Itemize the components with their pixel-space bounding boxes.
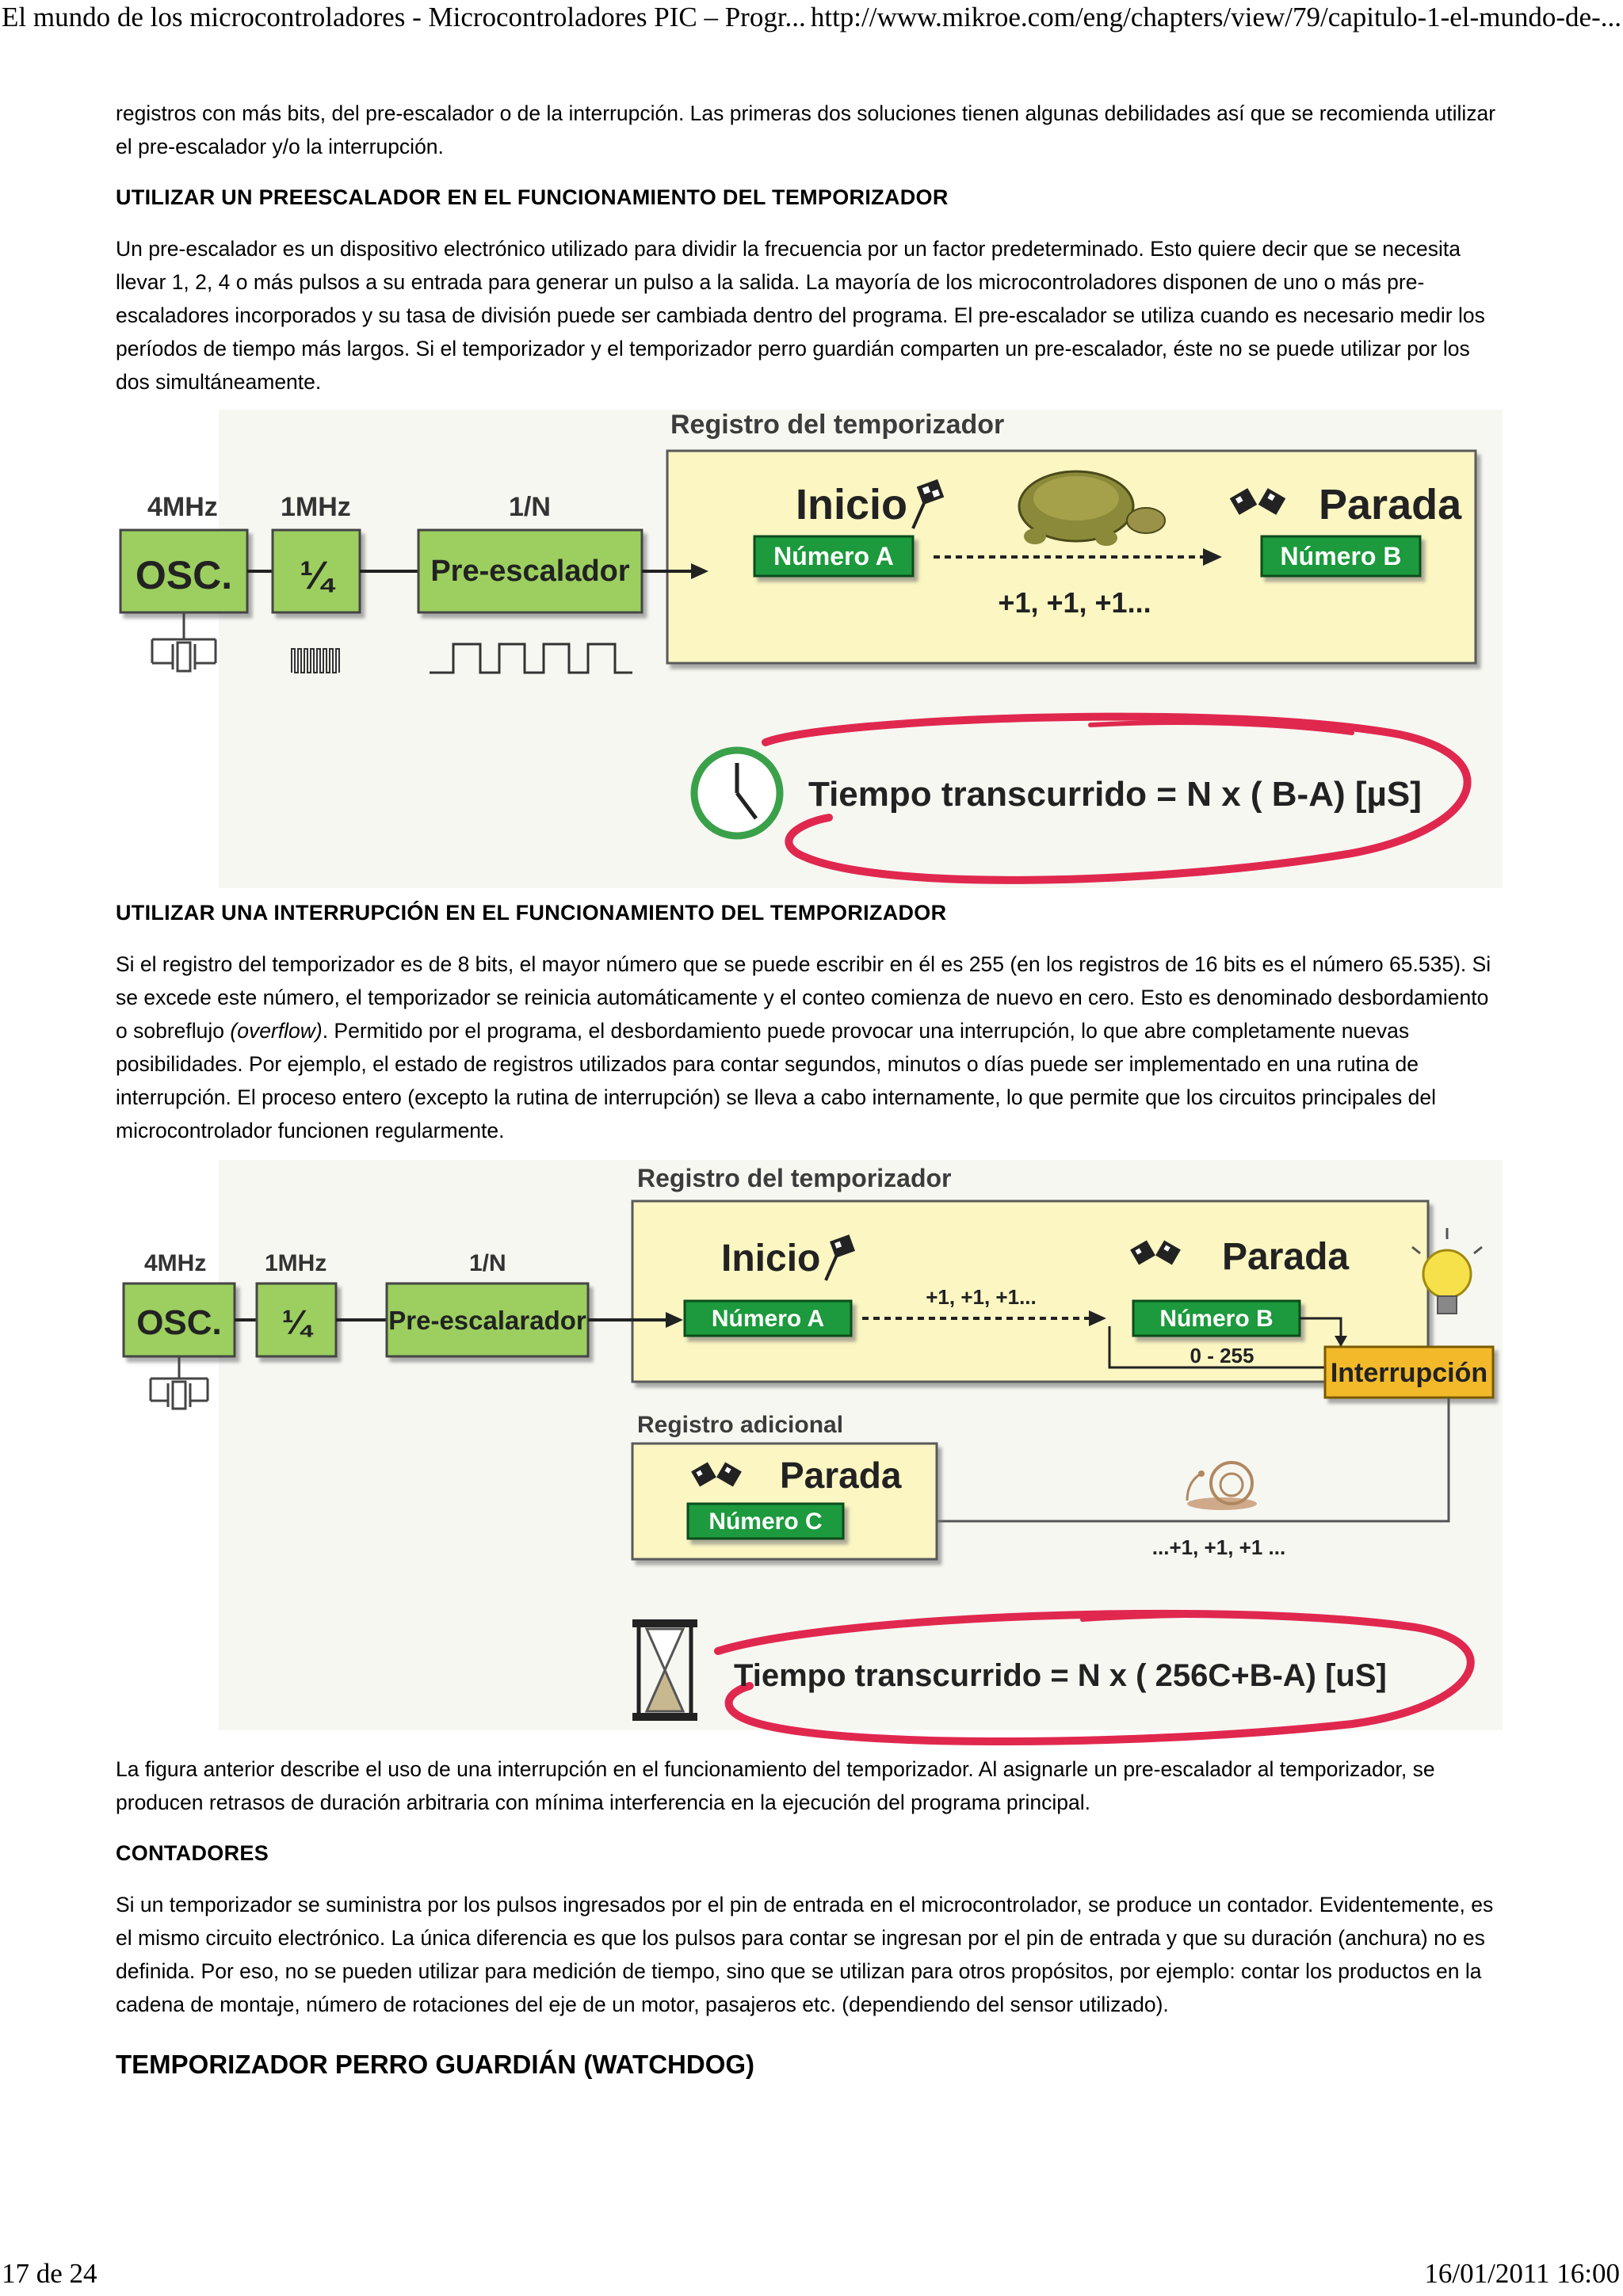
divider-label: ¼ [300, 553, 336, 597]
number-b-label: Número B [1281, 542, 1402, 570]
number-c-label: Número C [708, 1508, 822, 1535]
number-c-box [686, 1502, 845, 1540]
number-b-label: Número B [1159, 1306, 1273, 1332]
register-title: Registro del temporizador [670, 410, 1004, 440]
page-url: http://www.mikroe.com/eng/chapters/view/… [810, 2, 1621, 32]
increments-label: +1, +1, +1... [926, 1285, 1037, 1309]
figure-interrupt-diagram: Registro del temporizador 4MHz 1MHz 1/N … [116, 1160, 1503, 1746]
number-b-box [1260, 535, 1422, 578]
formula-elapsed-time: Tiempo transcurrido = N x ( 256C+B-A) [u… [734, 1658, 1387, 1693]
prescaler-box [385, 1282, 590, 1358]
browser-print-footer: 17 de 24 16/01/2011 16:00 [0, 2256, 1623, 2291]
crystal-icon [151, 612, 217, 673]
increments-label-2: ...+1, +1, +1 ... [1152, 1535, 1285, 1559]
crystal-icon [149, 1356, 209, 1410]
snail-icon [1186, 1461, 1257, 1510]
overflow-term: (overflow) [230, 1019, 323, 1043]
divider-box [271, 528, 361, 614]
stop-flags-icon [1130, 1240, 1181, 1265]
freq-pre-label: 1/N [469, 1250, 506, 1276]
lightbulb-icon [1411, 1228, 1483, 1314]
prescaler-label: Pre-escalarador [388, 1306, 586, 1335]
stop-flags-icon-2 [691, 1462, 742, 1487]
osc-box [119, 528, 249, 614]
formula-highlight-ellipse [762, 712, 1472, 884]
formula-highlight-ellipse [714, 1609, 1475, 1745]
freq-osc-label: 4MHz [147, 492, 218, 522]
number-a-label: Número A [773, 542, 894, 570]
formula-elapsed-time: Tiempo transcurrido = N x ( B-A) [µS] [808, 775, 1422, 814]
start-label: Inicio [796, 481, 907, 528]
paragraph-preescalador: Un pre-escalador es un dispositivo elect… [116, 237, 1485, 394]
divider-label: ¼ [282, 1303, 314, 1342]
figure-prescaler-diagram: Registro del temporizador 4MHz 1MHz 1/N … [116, 410, 1503, 888]
number-a-label: Número A [712, 1306, 824, 1332]
slow-pulses-icon [430, 643, 632, 674]
heading-watchdog: TEMPORIZADOR PERRO GUARDIÁN (WATCHDOG) [116, 2050, 755, 2079]
increments-label: +1, +1, +1... [998, 586, 1151, 619]
osc-label: OSC. [136, 553, 232, 597]
additional-register-title: Registro adicional [637, 1412, 843, 1438]
additional-register-box [631, 1442, 938, 1561]
freq-osc-label: 4MHz [144, 1250, 206, 1276]
prescaler-label: Pre-escalador [430, 555, 630, 588]
register-box [631, 1199, 1430, 1383]
paragraph-interrupcion-part1: Si el registro del temporizador es de 8 … [116, 952, 1491, 1043]
range-label: 0 - 255 [1190, 1344, 1254, 1367]
heading-interrupcion: UTILIZAR UNA INTERRUPCIÓN EN EL FUNCIONA… [116, 901, 947, 925]
paragraph-contadores: Si un temporizador se suministra por los… [116, 1893, 1494, 2016]
stop-label: Parada [1222, 1236, 1349, 1278]
page-counter: 17 de 24 [2, 2258, 97, 2289]
osc-label: OSC. [136, 1303, 222, 1342]
heading-preescalador: UTILIZAR UN PREESCALADOR EN EL FUNCIONAM… [116, 185, 949, 209]
paragraph-interrupcion: Si el registro del temporizador es de 8 … [116, 948, 1503, 1147]
browser-print-header: El mundo de los microcontroladores - Mic… [0, 0, 1623, 48]
freq-pre-label: 1/N [509, 492, 551, 522]
start-flag-icon [911, 479, 945, 529]
register-title: Registro del temporizador [637, 1164, 952, 1192]
number-a-box [753, 535, 915, 578]
clock-icon [690, 746, 784, 840]
fast-pulses-icon [291, 648, 340, 673]
freq-div-label: 1MHz [281, 492, 351, 522]
document-body: registros con más bits, del pre-escalado… [116, 97, 1503, 2080]
number-a-box [683, 1299, 853, 1337]
intro-paragraph: registros con más bits, del pre-escalado… [116, 101, 1496, 158]
stop-flags-icon [1229, 488, 1286, 515]
heading-contadores: CONTADORES [116, 1841, 269, 1865]
page-title: El mundo de los microcontroladores - Mic… [2, 2, 806, 32]
hourglass-icon [632, 1619, 697, 1721]
paragraph-after-figure: La figura anterior describe el uso de un… [116, 1757, 1435, 1814]
start-label: Inicio [721, 1238, 820, 1280]
stop-label: Parada [1319, 481, 1462, 528]
print-datetime: 16/01/2011 16:00 [1424, 2258, 1620, 2289]
divider-box [255, 1282, 338, 1358]
freq-div-label: 1MHz [265, 1250, 327, 1276]
interrupt-label: Interrupción [1331, 1358, 1487, 1388]
stop-label-2: Parada [780, 1455, 902, 1496]
turtle-icon [1018, 470, 1166, 546]
interrupt-box [1323, 1345, 1495, 1399]
paragraph-interrupcion-part2: . Permitido por el programa, el desborda… [116, 1019, 1436, 1142]
start-flag-icon [824, 1234, 855, 1281]
